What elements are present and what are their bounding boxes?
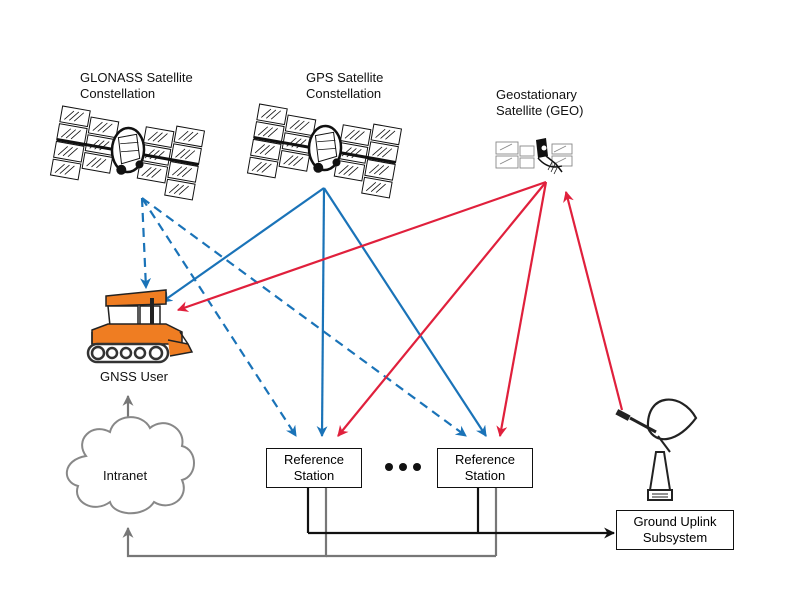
geo-to-ref1: [337, 181, 547, 437]
geo-links: [176, 180, 624, 438]
reference-station-box-1: Reference Station: [266, 448, 362, 488]
uplink-to-geo: [563, 190, 624, 411]
gps-to-ref1: [316, 187, 328, 438]
glonass-label: GLONASS Satellite Constellation: [80, 70, 193, 101]
ellipsis-dots: [385, 463, 421, 471]
gps-to-user: [161, 187, 325, 303]
reference-station-box-2: Reference Station: [437, 448, 533, 488]
gps-satellite-icon: [247, 104, 402, 199]
glonass-to-ref2: [141, 197, 467, 437]
gps-label: GPS Satellite Constellation: [306, 70, 384, 101]
ground-uplink-subsystem-box: Ground Uplink Subsystem: [616, 510, 734, 550]
cloud-icon: [66, 416, 195, 515]
geo-to-ref2: [496, 181, 548, 438]
gnss-user-label: GNSS User: [100, 369, 168, 384]
tractor-icon: [86, 289, 194, 364]
ref-to-intranet-path: [122, 488, 328, 558]
glonass-to-user: [140, 197, 152, 290]
satellite-dish-icon: [615, 398, 698, 501]
geo-satellite-icon: [495, 138, 573, 175]
geo-label: Geostationary Satellite (GEO): [496, 87, 584, 118]
glonass-links: [140, 197, 467, 437]
intranet-label: Intranet: [103, 468, 148, 483]
uplink-wire: [306, 488, 616, 539]
glonass-to-ref1: [141, 197, 297, 437]
glonass-satellite-icon: [50, 106, 205, 201]
gps-links: [161, 187, 487, 438]
geo-to-user: [176, 180, 547, 312]
gps-to-ref2: [323, 187, 487, 437]
